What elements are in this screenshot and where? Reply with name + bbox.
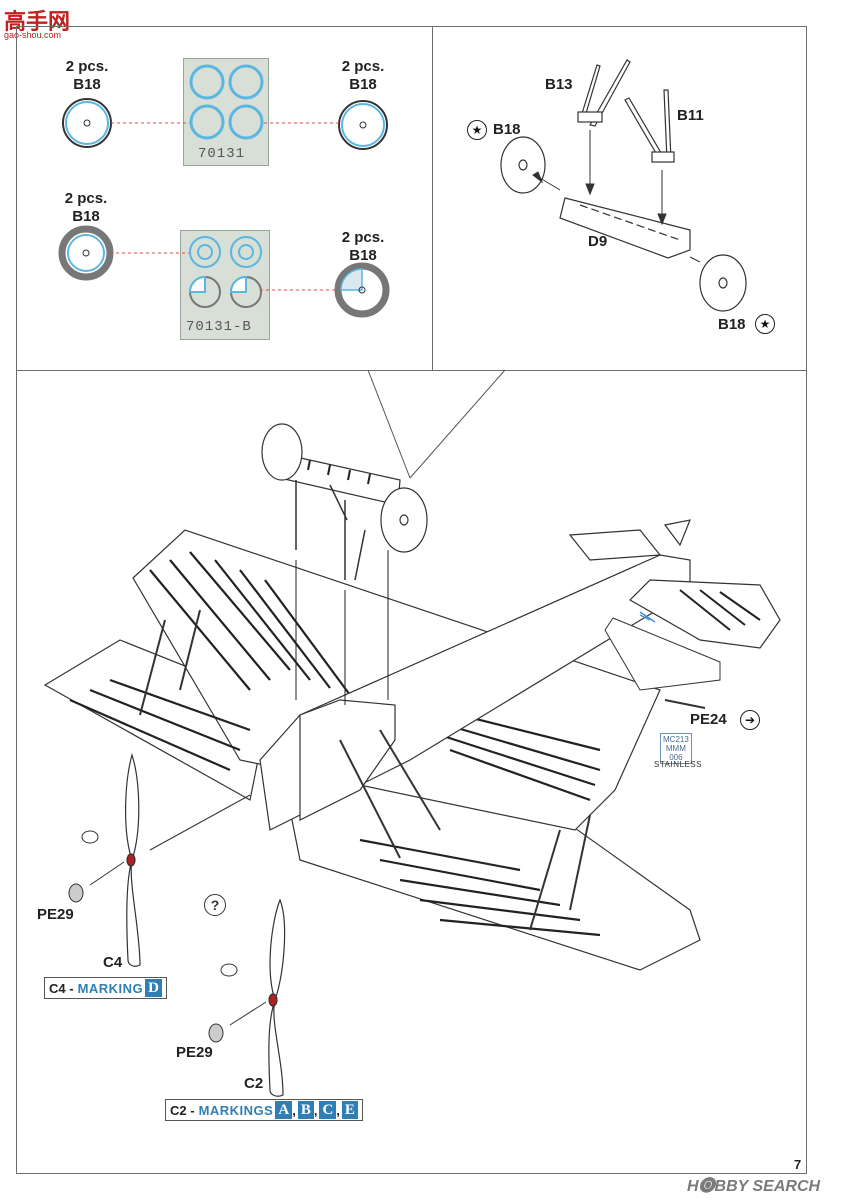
tailplane	[568, 519, 781, 649]
wheel-left-top	[62, 98, 112, 148]
wheel-right-bottom	[334, 262, 390, 318]
main-axle-ribs	[307, 459, 371, 485]
part-label-b18-left: B18	[493, 121, 521, 138]
part-label-c2: C2	[244, 1075, 264, 1092]
propeller-c4	[124, 752, 141, 967]
wing-struts	[139, 609, 591, 931]
wheel-right-top	[338, 100, 388, 150]
marking-c2: C2 - MARKINGS A, B, C, E	[165, 1099, 363, 1121]
strut-b11	[624, 89, 675, 163]
watermark-hobbysearch: H🅞BBY SEARCH	[687, 1178, 821, 1195]
tail-ribs	[679, 589, 761, 631]
watermark-url: gao-shou.com	[4, 30, 62, 40]
arrow-symbol-icon: ➔	[740, 710, 760, 730]
pe29-parts	[68, 830, 238, 1043]
strut-b13	[577, 59, 631, 127]
qty-label-bottom-right: 2 pcs.B18	[341, 229, 385, 264]
star-symbol-icon: ★	[755, 314, 775, 334]
page-number: 7	[794, 1157, 802, 1172]
part-label-b18-right: B18	[718, 316, 746, 333]
marking-c4: C4 - MARKING D	[44, 977, 168, 999]
panel-divider-vertical	[432, 26, 433, 370]
part-label-b11: B11	[677, 107, 704, 124]
prop-arrows	[89, 794, 267, 1026]
main-wheels	[261, 423, 428, 553]
qty-label-bottom-left: 2 pcs.B18	[64, 190, 108, 225]
question-icon: ?	[204, 894, 226, 916]
wheel-b18-right	[699, 254, 747, 312]
part-label-b13: B13	[545, 76, 573, 93]
propeller-c2	[268, 898, 286, 1097]
wheel-b18-left	[500, 136, 546, 194]
part-label-pe24: PE24	[690, 711, 727, 728]
pe24-detail	[604, 611, 721, 709]
page-frame	[16, 26, 807, 1174]
wheel-left-bottom	[58, 225, 114, 281]
main-struts	[295, 480, 366, 581]
part-label-pe29: PE29	[176, 1044, 213, 1061]
decal-sheet-code: 70131	[198, 146, 246, 162]
material-label: STAINLESS	[654, 760, 702, 769]
panel-divider-horizontal	[16, 370, 807, 371]
watermark-logo: 高手网	[4, 9, 71, 34]
qty-label-top-left: 2 pcs.B18	[65, 58, 109, 93]
part-label-pe29: PE29	[37, 906, 74, 923]
part-label-c4: C4	[103, 954, 123, 971]
star-symbol-icon: ★	[467, 120, 487, 140]
axle-fairing	[559, 197, 691, 259]
assembly-arrows	[295, 550, 389, 705]
part-label-d9: D9	[588, 233, 608, 250]
decal-sheet-code: 70131-B	[186, 319, 252, 335]
qty-label-top-right: 2 pcs.B18	[341, 58, 385, 93]
